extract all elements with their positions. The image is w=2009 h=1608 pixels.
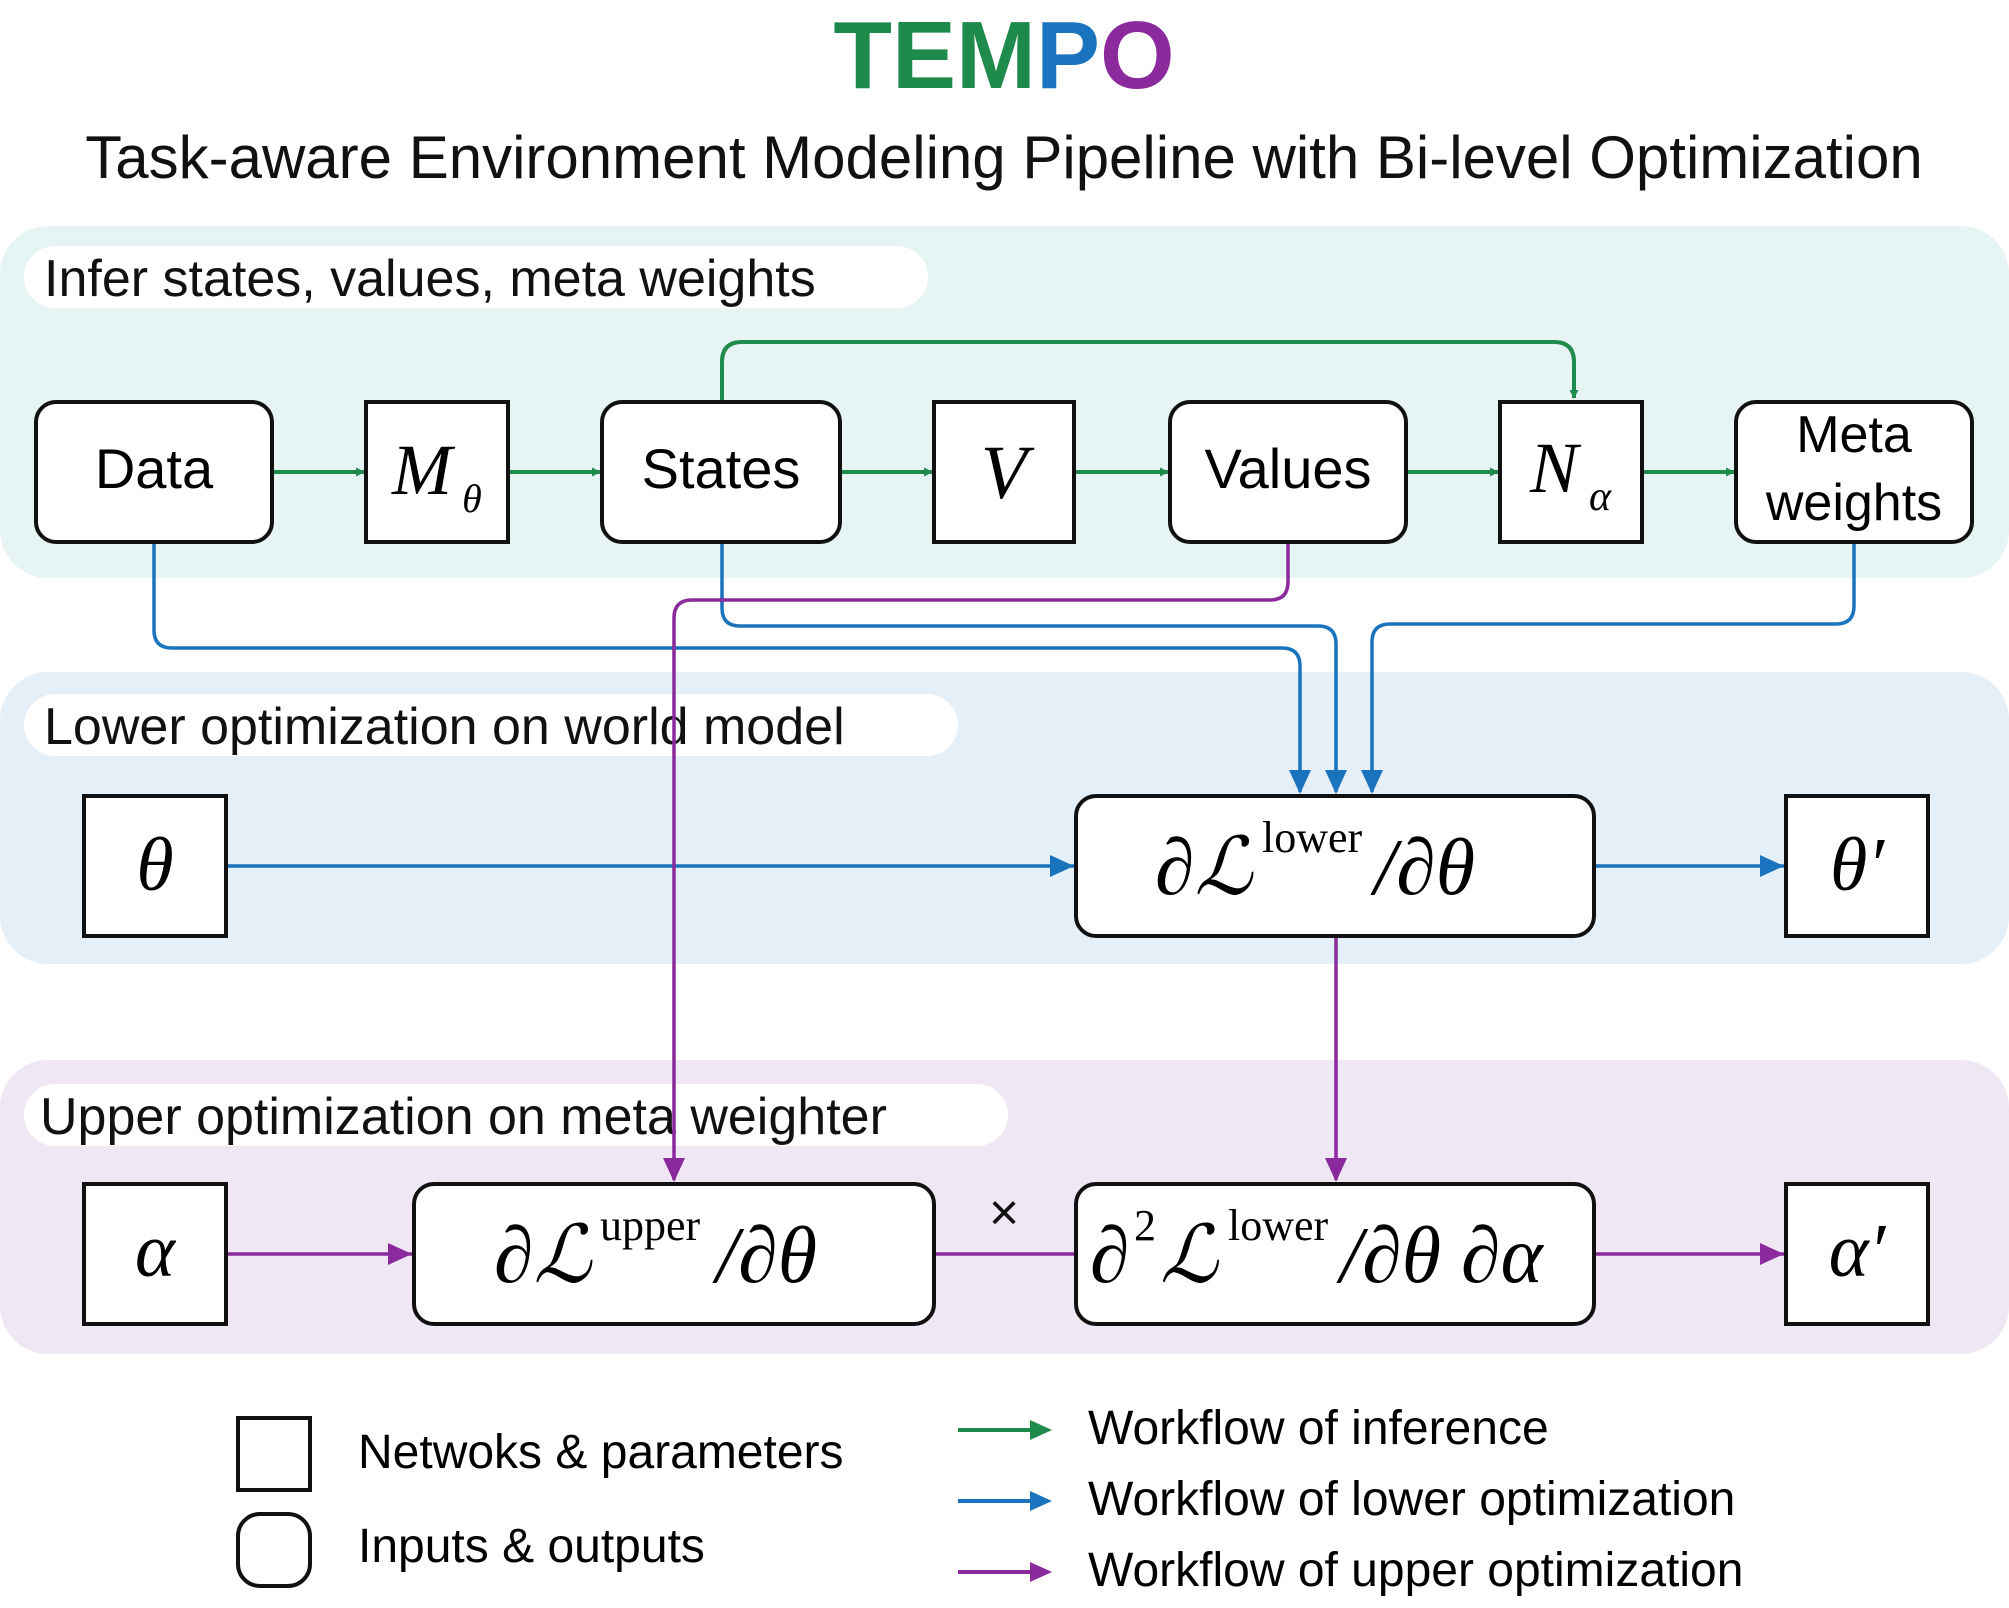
arrowhead-lower-3: [1361, 770, 1383, 794]
svg-text:∂ℒ: ∂ℒ: [1155, 824, 1254, 912]
panel-infer-label: Infer states, values, meta weights: [44, 250, 816, 308]
node-alpha-prime: α′: [1784, 1182, 1930, 1326]
n-alpha-sub: α: [1589, 474, 1612, 520]
node-values-label: Values: [1204, 437, 1371, 500]
title-tempo: TEMPO: [833, 2, 1174, 109]
arrowhead-theta-prime: [1760, 855, 1784, 877]
node-theta: θ: [82, 794, 228, 938]
arrowhead-alpha: [388, 1243, 412, 1265]
grad-lower-denom: /∂θ: [1370, 824, 1475, 912]
arrowheads: [388, 770, 1784, 1265]
grad-upper-denom: /∂θ: [712, 1212, 817, 1300]
grad-upper-partial: ∂: [494, 1212, 534, 1300]
arrow-values-to-grad-upper: [672, 544, 1290, 1180]
panel-upper-label: Upper optimization on meta weighter: [40, 1088, 887, 1146]
node-theta-label: θ: [136, 823, 173, 907]
legend-upper: Workflow of upper optimization: [1088, 1544, 1743, 1597]
grad-upper-loss: ℒ: [534, 1212, 593, 1300]
node-alpha-label: α: [135, 1209, 177, 1293]
legend-square-icon: [236, 1416, 312, 1492]
grad-lower-loss: ℒ: [1195, 824, 1254, 912]
title-letter-e: E: [892, 2, 956, 109]
arrowhead-alpha-prime: [1760, 1243, 1784, 1265]
m-theta-sub: θ: [462, 476, 482, 521]
arrowhead-lower-2: [1325, 770, 1347, 794]
node-data-label: Data: [95, 437, 214, 500]
node-meta-weights: Meta weights: [1734, 400, 1974, 544]
node-hessian: ∂ 2 ℒ lower /∂θ ∂α: [1074, 1182, 1596, 1326]
panel-infer-label-bg: [24, 246, 928, 308]
arrow-states-to-n: [720, 340, 1579, 402]
node-alpha-prime-label: α′: [1829, 1209, 1887, 1293]
arrow-data-to-grad-lower: [152, 544, 1302, 792]
grad-lower-sup: lower: [1262, 813, 1363, 862]
lower-arrows: [152, 544, 1856, 868]
legend: Netwoks & parameters Inputs & outputs Wo…: [236, 1402, 1743, 1597]
node-n-alpha: N α: [1498, 400, 1644, 544]
arrow-meta-to-grad-lower: [1370, 544, 1856, 792]
node-states-label: States: [642, 437, 801, 500]
hessian-power: 2: [1134, 1201, 1156, 1250]
title-letter-o: O: [1100, 2, 1175, 109]
title-letter-m: M: [956, 2, 1036, 109]
arrowhead-upper-lower: [1325, 1158, 1347, 1182]
arrowhead-upper-values: [663, 1158, 685, 1182]
node-states: States: [600, 400, 842, 544]
panel-upper-label-bg: [24, 1084, 1008, 1146]
node-m-theta: M θ: [364, 400, 510, 544]
hessian-sup: lower: [1228, 1201, 1329, 1250]
node-grad-upper: ∂ℒ upper /∂θ: [412, 1182, 936, 1326]
subtitle: Task-aware Environment Modeling Pipeline…: [85, 124, 1922, 191]
arrowhead-theta: [1050, 855, 1074, 877]
meta-weights-line1: Meta: [1796, 406, 1912, 464]
m-theta-base: M: [391, 430, 456, 510]
node-data: Data: [34, 400, 274, 544]
inference-arrows: [272, 340, 1735, 477]
legend-rounded-icon: [236, 1512, 312, 1588]
legend-lower: Workflow of lower optimization: [1088, 1473, 1735, 1526]
legend-inference: Workflow of inference: [1088, 1402, 1549, 1455]
node-theta-prime: θ′: [1784, 794, 1930, 938]
node-grad-lower: ∂ℒ lower /∂θ: [1074, 794, 1596, 938]
upper-arrows: [226, 544, 1784, 1256]
hessian-denom: /∂θ ∂α: [1336, 1212, 1545, 1300]
svg-text:M: M: [391, 430, 456, 510]
legend-io: Inputs & outputs: [358, 1520, 705, 1573]
hessian-loss: ℒ: [1160, 1212, 1219, 1300]
n-alpha-base: N: [1529, 428, 1582, 508]
arrow-states-to-grad-lower: [720, 544, 1338, 792]
meta-weights-line2: weights: [1765, 474, 1942, 532]
title-letter-p: P: [1036, 2, 1100, 109]
node-v: V: [932, 400, 1076, 544]
arrowhead-lower-1: [1289, 770, 1311, 794]
legend-networks: Netwoks & parameters: [358, 1426, 844, 1479]
node-alpha: α: [82, 1182, 228, 1326]
node-values: Values: [1168, 400, 1408, 544]
times-sign: ×: [989, 1184, 1019, 1242]
node-theta-prime-label: θ′: [1830, 823, 1885, 907]
grad-lower-partial: ∂: [1155, 824, 1195, 912]
node-v-label: V: [981, 431, 1035, 515]
title-letter-t: T: [833, 2, 892, 109]
grad-upper-sup: upper: [600, 1201, 701, 1250]
panel-lower-label: Lower optimization on world model: [44, 698, 845, 756]
hessian-partial: ∂: [1090, 1212, 1130, 1300]
panel-lower-label-bg: [24, 694, 958, 756]
svg-text:∂ℒ: ∂ℒ: [494, 1212, 593, 1300]
